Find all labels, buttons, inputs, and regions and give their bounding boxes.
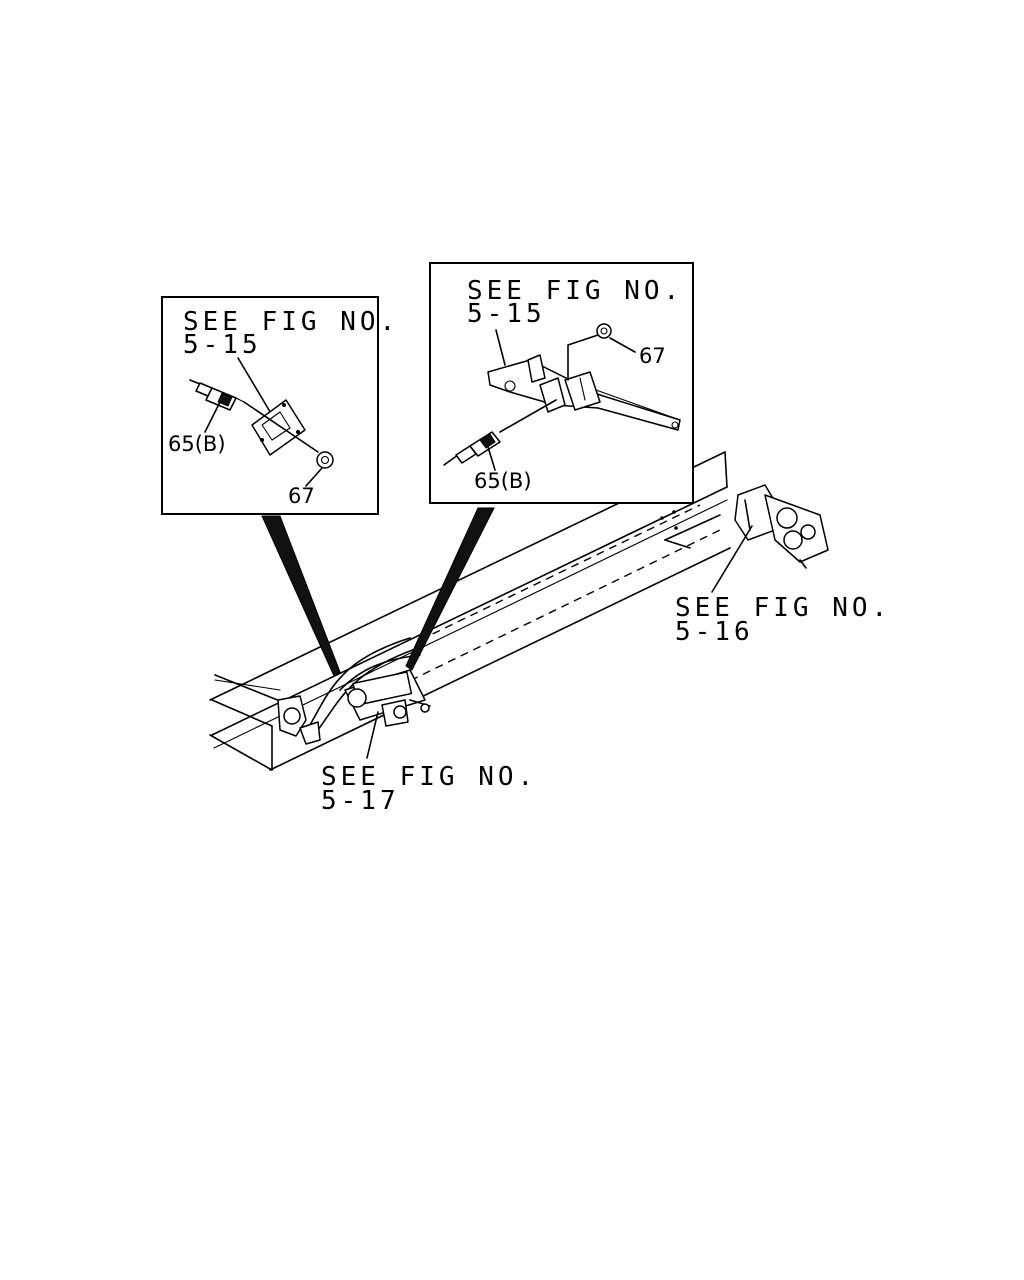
inset-left: SEE FIG NO. 5-15 65(B)	[161, 296, 399, 515]
inset-left-ref-line2: 5-15	[183, 330, 262, 360]
inset-right-switch-number: 65(B)	[474, 469, 532, 493]
inset-left-switch-number: 65(B)	[168, 432, 226, 456]
inset-right-switch	[443, 431, 501, 466]
inset-left-bracket	[251, 399, 306, 456]
rear-valve-assembly	[734, 484, 829, 569]
inset-left-frame	[161, 296, 379, 515]
fig-5-16-ref-line2: 5-16	[675, 617, 754, 647]
inset-right-nut	[596, 323, 612, 339]
leader-lines	[366, 525, 753, 759]
inset-left-nut-number: 67	[288, 484, 315, 508]
inset-right-pedal-bracket	[487, 354, 681, 431]
inset-right-pointer	[405, 507, 495, 671]
inset-left-pointer	[261, 515, 341, 677]
master-cylinder	[344, 669, 431, 727]
inset-right: SEE FIG NO. 5-15	[429, 262, 694, 504]
brake-pipe	[309, 637, 421, 731]
inset-right-nut-number: 67	[639, 344, 666, 368]
inset-left-switch	[189, 379, 245, 411]
fig-5-17-ref-line1: SEE FIG NO.	[321, 762, 537, 792]
fig-5-17-ref-line2: 5-17	[321, 786, 400, 816]
inset-left-ref-line1: SEE FIG NO.	[183, 307, 399, 337]
fig-5-16-ref-line1: SEE FIG NO.	[675, 593, 891, 623]
inset-right-ref-line1: SEE FIG NO.	[467, 276, 683, 306]
inset-right-ref-line2: 5-15	[467, 299, 546, 329]
front-brake-assembly	[277, 695, 321, 745]
inset-left-nut	[316, 451, 334, 469]
